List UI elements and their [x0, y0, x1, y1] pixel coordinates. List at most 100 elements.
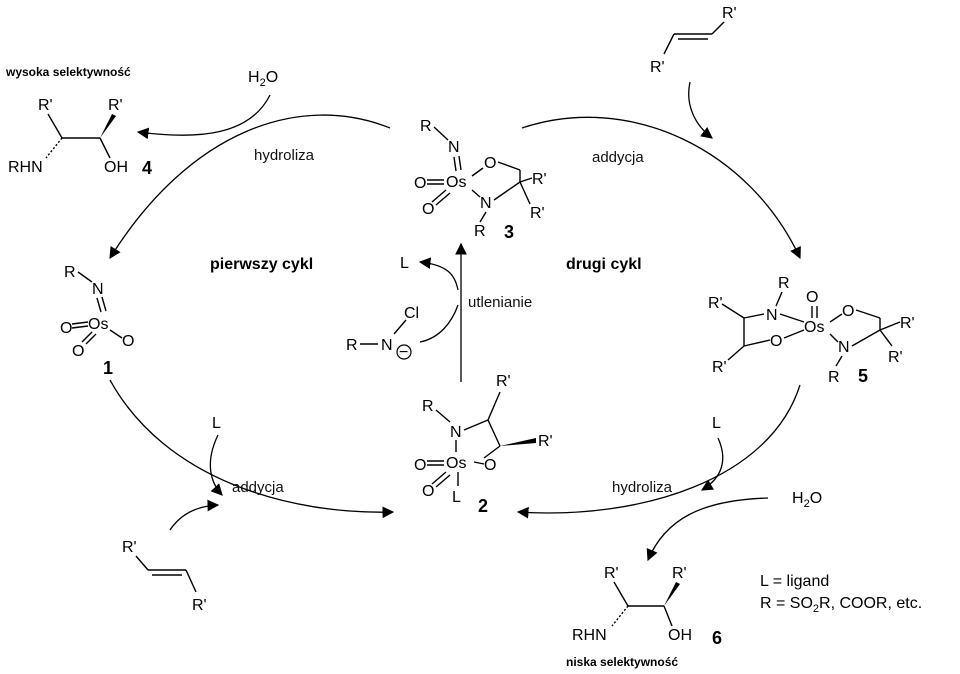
- compound-5: R' R N O R' Os O O N R' R' R 5: [708, 275, 915, 386]
- svg-text:R': R': [496, 373, 511, 390]
- alkene-top-right: R' R': [650, 5, 737, 76]
- chloramine-n: N: [381, 337, 393, 354]
- first-cycle-label: pierwszy cykl: [210, 256, 313, 273]
- legend-line-1: L = ligand: [760, 573, 829, 590]
- svg-text:N: N: [766, 307, 778, 324]
- side-arrows: [136, 81, 769, 562]
- svg-text:R: R: [474, 223, 486, 240]
- svg-text:O: O: [72, 343, 84, 360]
- svg-text:O: O: [414, 457, 426, 474]
- alkene-bottom-left: R' R': [122, 539, 207, 614]
- compound-5-number: 5: [858, 366, 868, 386]
- svg-text:O: O: [122, 333, 134, 350]
- compound-2-number: 2: [478, 496, 488, 516]
- svg-text:N: N: [448, 139, 460, 156]
- svg-text:OH: OH: [668, 627, 692, 644]
- svg-text:N: N: [92, 281, 104, 298]
- arrow-alkene-in-left: [169, 499, 220, 531]
- legend-line-2: R = SO2R, COOR, etc.: [760, 595, 922, 615]
- legend: L = ligand R = SO2R, COOR, etc.: [760, 573, 922, 615]
- svg-text:R': R': [530, 205, 545, 222]
- svg-text:R': R': [650, 59, 665, 76]
- svg-text:R: R: [828, 369, 840, 386]
- compound-3: R N Os O O O N R' R' R 3: [414, 118, 547, 242]
- svg-text:R': R': [900, 315, 915, 332]
- svg-text:R': R': [108, 97, 123, 114]
- svg-text:O: O: [60, 320, 72, 337]
- arrow-to-6: [646, 497, 769, 562]
- svg-text:R': R': [722, 5, 737, 22]
- negative-charge-icon: [396, 344, 412, 360]
- svg-text:O: O: [770, 333, 782, 350]
- svg-text:RHN: RHN: [8, 159, 43, 176]
- ligand-in-left: L: [212, 415, 221, 432]
- arrow-alkene-in-top: [688, 81, 713, 139]
- low-selectivity-note: niska selektywność: [566, 655, 678, 669]
- arrow-L-in-right: [700, 437, 724, 491]
- chloramine-salt: R N Cl −: [346, 305, 419, 361]
- svg-text:R': R': [672, 565, 687, 582]
- step-hydrolysis-top: hydroliza: [254, 147, 315, 164]
- arrow-to-4: [136, 94, 271, 140]
- second-cycle-label: drugi cykl: [566, 256, 642, 273]
- svg-text:R': R': [122, 539, 137, 556]
- svg-text:R: R: [64, 264, 76, 281]
- arrow-L-released: [418, 257, 459, 291]
- svg-text:O: O: [422, 201, 434, 218]
- svg-text:R': R': [532, 171, 547, 188]
- compound-6-number: 6: [712, 628, 722, 648]
- arc-addition-top-right: [521, 116, 801, 260]
- svg-text:O: O: [842, 303, 854, 320]
- compound-6: R' R' RHN OH 6 niska selektywność: [566, 565, 722, 669]
- compound-2: R' R N R' O Os O O L 2: [414, 373, 553, 516]
- svg-text:O: O: [484, 155, 496, 172]
- svg-text:Os: Os: [446, 174, 466, 191]
- svg-text:R: R: [422, 398, 434, 415]
- chloramine-cl: Cl: [404, 305, 419, 322]
- step-addition-top: addycja: [592, 149, 644, 166]
- svg-text:OH: OH: [104, 159, 128, 176]
- ligand-in-right: L: [712, 415, 721, 432]
- arrow-chloramine-in: [419, 304, 459, 343]
- arc-bottom-left-to-2: [109, 379, 395, 519]
- svg-text:R': R': [712, 359, 727, 376]
- chloramine-r: R: [346, 337, 358, 354]
- svg-text:R': R': [604, 565, 619, 582]
- step-hydrolysis-bottom: hydroliza: [612, 479, 673, 496]
- cycle-arrows: [109, 114, 801, 519]
- svg-text:O: O: [484, 457, 496, 474]
- arc-hydrolysis-top-left: [109, 114, 391, 259]
- svg-text:Os: Os: [88, 316, 108, 333]
- arrow-L-in-left: [209, 434, 223, 496]
- svg-text:R': R': [708, 295, 723, 312]
- svg-text:Os: Os: [446, 455, 466, 472]
- svg-text:R': R': [888, 349, 903, 366]
- svg-text:R': R': [38, 97, 53, 114]
- compound-1-number: 1: [103, 358, 113, 378]
- svg-text:N: N: [480, 195, 492, 212]
- svg-text:R: R: [778, 275, 790, 292]
- svg-text:R: R: [420, 118, 432, 135]
- compound-1: R N Os O O O 1: [60, 264, 134, 378]
- svg-text:N: N: [450, 424, 462, 441]
- arc-bottom-right-to-2: [516, 384, 801, 519]
- step-addition-bottom: addycja: [232, 479, 284, 496]
- step-oxidation: utlenianie: [468, 294, 532, 311]
- svg-text:O: O: [422, 483, 434, 500]
- svg-text:R': R': [538, 433, 553, 450]
- ligand-released: L: [400, 255, 409, 272]
- svg-text:O: O: [414, 175, 426, 192]
- svg-text:L: L: [452, 489, 461, 506]
- svg-text:RHN: RHN: [572, 627, 607, 644]
- water-bottom: H2O: [792, 490, 822, 510]
- water-top: H2O: [248, 69, 278, 89]
- compound-4: wysoka selektywność R' R' RHN OH 4: [5, 65, 152, 178]
- compound-4-number: 4: [142, 158, 152, 178]
- svg-text:Os: Os: [804, 319, 824, 336]
- svg-text:R': R': [192, 597, 207, 614]
- compound-3-number: 3: [504, 222, 514, 242]
- chloramine-charge: −: [399, 344, 408, 361]
- svg-text:O: O: [806, 289, 818, 306]
